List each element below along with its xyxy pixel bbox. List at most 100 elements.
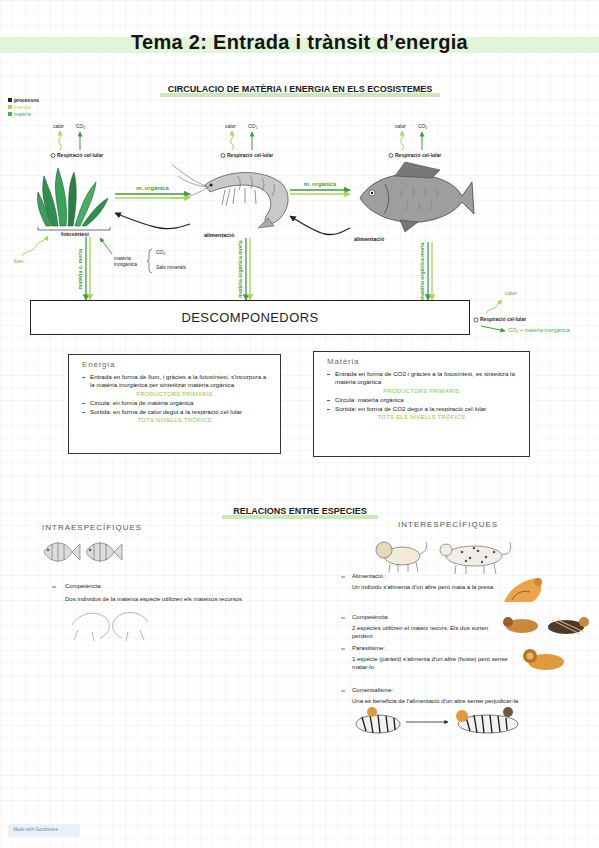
fish-icon [86, 543, 122, 561]
flow-note: llum [14, 258, 23, 264]
flow-note: CO₂ [418, 123, 427, 129]
bullet-dash [52, 577, 345, 691]
respiration-symbol [51, 154, 478, 323]
competition-picture [503, 617, 589, 634]
fish-illustration [395, 162, 440, 178]
leopard-sketch [446, 546, 502, 566]
flow-arrow [428, 242, 432, 300]
footer-badge [8, 824, 80, 837]
edge-label: matèria orgànica morta [419, 242, 426, 299]
lion-sketch [389, 542, 427, 572]
box-heading: Matèria [327, 357, 520, 366]
bullet-text: Entrada en forma de llum, i gràcies a la… [78, 373, 271, 390]
shrimp-illustration [222, 188, 256, 206]
leopard-sketch [477, 550, 480, 553]
legend-swatch [8, 98, 12, 102]
section-heading: RELACIONS ENTRE ESPECIES [150, 506, 450, 517]
bracket-line [38, 227, 110, 230]
parasitism-picture [523, 649, 564, 670]
bullet-dash [52, 577, 345, 691]
leopard-sketch [461, 547, 496, 563]
commensalism-picture [356, 715, 400, 733]
connector-line [431, 242, 432, 300]
fish-icon [52, 542, 64, 562]
fish-illustration [400, 220, 418, 232]
leopard-sketch [493, 551, 496, 554]
heat-arrows [80, 132, 81, 150]
organism-node: alimentació [350, 162, 475, 242]
predation-picture [504, 578, 542, 602]
bullet-text: Circula: matèria orgànica [323, 396, 520, 404]
fish-icon [44, 543, 80, 561]
fish-illustration [360, 174, 474, 222]
commensalism-picture [356, 707, 518, 733]
watermark: Made with Goodnotes [13, 827, 58, 833]
organism-node: alimentació [190, 160, 290, 238]
connector-line [249, 238, 250, 300]
term: Competència: [352, 614, 389, 622]
process-name: Respiració cel·lular [57, 152, 103, 158]
flow-arrow [290, 190, 350, 194]
seaweed-illustration [68, 172, 76, 226]
legend-row: processos [8, 97, 39, 103]
legend-swatch [8, 112, 12, 116]
predation-picture [534, 578, 542, 586]
competition-picture [579, 617, 589, 627]
edge-label: m. orgànica [136, 185, 169, 192]
shrimp-illustration [238, 175, 275, 196]
connector-line [89, 237, 90, 300]
heat-arrows [486, 300, 502, 314]
commensalism-picture [456, 710, 468, 722]
term: Comensalisme: [352, 687, 393, 695]
box-title: DESCOMPONEDORS [181, 310, 318, 325]
flow-note: Sals minerals [156, 264, 186, 270]
flow-note: CO₂ [156, 249, 165, 255]
shrimp-illustration [205, 173, 288, 224]
heat-arrows [252, 132, 253, 150]
feeding-arrow [115, 213, 190, 229]
definition: Dos individus de la mateixa espècie util… [65, 596, 305, 604]
heat-arrows [481, 326, 505, 331]
flow-note: calor [395, 123, 406, 129]
leopard-sketch [481, 561, 483, 563]
process-name: Respiració cel·lular [395, 152, 441, 158]
predation-picture [504, 578, 541, 602]
flow-note: matèria inorgànica [114, 255, 148, 268]
leopard-sketch [485, 556, 488, 559]
parasitism-picture [527, 653, 534, 660]
seaweed-illustration [55, 168, 66, 226]
respiration-symbol [474, 318, 478, 322]
heat-arrows [100, 238, 112, 254]
flow-note: CO₂ [248, 123, 257, 129]
competition-sketch [113, 612, 148, 641]
fish-illustration [400, 188, 438, 210]
process-name: Respiració cel·lular [227, 152, 273, 158]
connector-line [290, 193, 350, 194]
connector-line [115, 197, 190, 198]
heat-arrows [59, 131, 62, 150]
heat-arrows [231, 131, 234, 150]
bullet-text: Sortida: en forma de CO2 degut a la resp… [323, 405, 520, 413]
heat-arrows [401, 131, 404, 150]
process-caption: alimentació [350, 236, 475, 242]
section-heading: CIRCULACIO DE MATÈRIA I ENERGIA EN ELS E… [150, 84, 450, 95]
leopard-sketch [469, 557, 472, 560]
edge-label: matèria o. morta [77, 248, 84, 288]
highlight-note: TOTS NIVELLS TRÒFICS [78, 417, 271, 423]
flow-note: CO₂ + matèria inorgànica [508, 327, 598, 334]
flow-note: calor [53, 123, 64, 129]
respiration-symbol [389, 154, 393, 158]
fish-icon [89, 549, 91, 551]
highlight-note: PRODUCTORS PRIMARIS [78, 391, 271, 397]
connector-line [115, 213, 190, 229]
connector-line [115, 193, 190, 194]
flow-arrow [115, 194, 190, 198]
leopard-sketch [455, 542, 511, 574]
leopard-sketch [440, 544, 452, 556]
seaweed-illustration [82, 198, 108, 226]
legend-text: energia [14, 104, 31, 110]
process-caption: alimentació [190, 232, 290, 238]
subheading: INTERESPECÍFIQUES [398, 520, 498, 530]
heat-arrows [422, 132, 423, 150]
